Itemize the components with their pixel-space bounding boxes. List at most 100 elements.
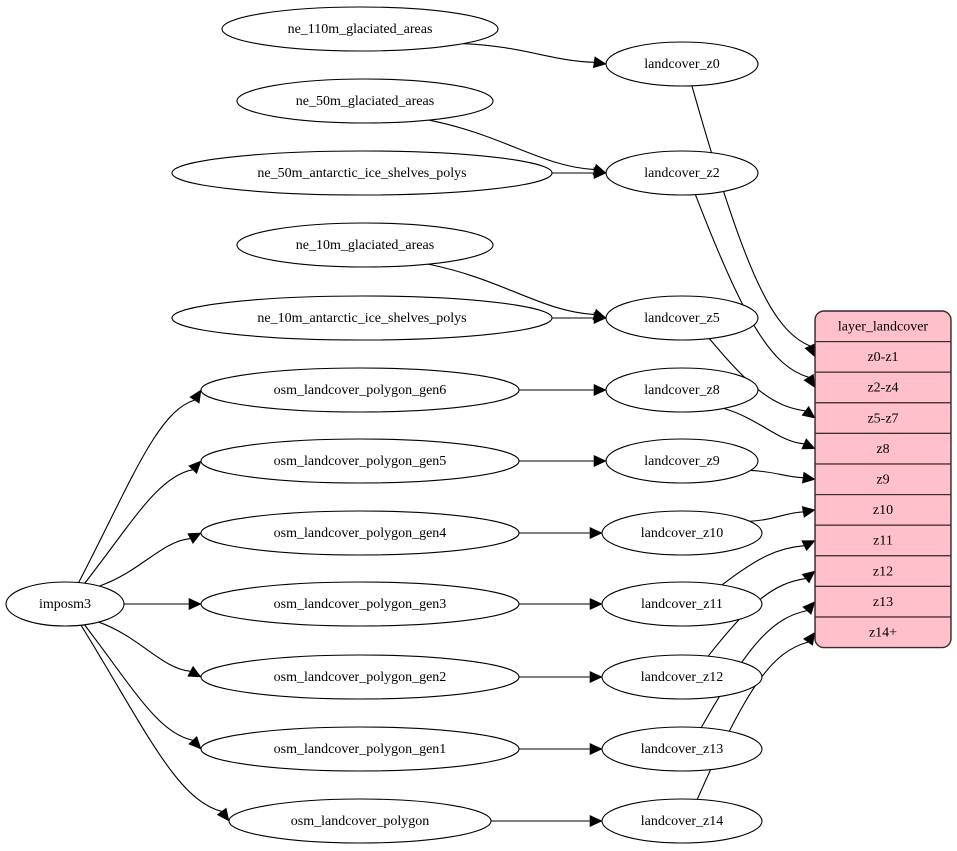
node-label: landcover_z0 <box>644 57 719 72</box>
node-shape <box>601 510 763 556</box>
node-ne_50m_antarctic_ice_shelves_polys[interactable]: ne_50m_antarctic_ice_shelves_polys <box>171 150 553 196</box>
node-label: landcover_z5 <box>644 311 719 326</box>
edge-landcover_z2-to-layer_landcover:z2-z4 <box>694 194 809 378</box>
node-shape <box>228 798 492 844</box>
edge-landcover_z12-to-layer_landcover:z12 <box>707 578 806 657</box>
edge-arrowhead <box>803 373 816 389</box>
node-shape <box>221 6 499 52</box>
node-landcover_z14[interactable]: landcover_z14 <box>601 798 763 844</box>
table-row-z14+[interactable] <box>815 616 951 648</box>
node-label: ne_50m_antarctic_ice_shelves_polys <box>257 166 466 181</box>
node-osm_landcover_polygon_gen6[interactable]: osm_landcover_polygon_gen6 <box>200 367 520 413</box>
table-row-z5-z7[interactable] <box>815 402 951 434</box>
table-row-label-z12: z12 <box>873 564 893 579</box>
edge-arrowhead <box>187 665 202 678</box>
node-landcover_z2[interactable]: landcover_z2 <box>605 150 759 196</box>
node-ne_10m_antarctic_ice_shelves_polys[interactable]: ne_10m_antarctic_ice_shelves_polys <box>171 295 553 341</box>
node-shape <box>605 41 759 87</box>
table-rows <box>815 311 951 648</box>
node-osm_landcover_polygon[interactable]: osm_landcover_polygon <box>228 798 492 844</box>
edge-arrowhead <box>804 343 816 358</box>
table-row-label-z11: z11 <box>873 534 893 549</box>
node-shape <box>605 367 759 413</box>
edge-landcover_z0-to-layer_landcover:z0-z1 <box>691 85 811 347</box>
node-ne_10m_glaciated_areas[interactable]: ne_10m_glaciated_areas <box>236 222 494 268</box>
node-shape <box>236 222 494 268</box>
edge-landcover_z5-to-layer_landcover:z5-z7 <box>708 338 806 412</box>
node-shape <box>200 726 520 772</box>
edge-arrowhead <box>592 56 607 69</box>
node-label: ne_10m_glaciated_areas <box>296 238 434 253</box>
edge-arrowhead <box>593 312 607 324</box>
edge-arrowhead <box>589 671 603 683</box>
table-row-label-z14+: z14+ <box>869 626 897 641</box>
node-label: osm_landcover_polygon_gen5 <box>274 454 447 469</box>
node-shape <box>236 78 494 124</box>
node-label: ne_10m_antarctic_ice_shelves_polys <box>257 311 466 326</box>
edge-landcover_z8-to-layer_landcover:z8 <box>723 407 805 445</box>
table-row-z11[interactable] <box>815 524 951 557</box>
node-ne_50m_glaciated_areas[interactable]: ne_50m_glaciated_areas <box>236 78 494 124</box>
node-shape <box>605 438 759 484</box>
node-label: imposm3 <box>39 597 91 612</box>
node-label: landcover_z9 <box>644 454 719 469</box>
node-shape <box>601 654 763 700</box>
edge-imposm3-to-osm_landcover_polygon_gen4 <box>99 538 191 587</box>
edge-arrowhead <box>593 167 607 179</box>
edge-arrowhead <box>189 389 202 404</box>
node-landcover_z9[interactable]: landcover_z9 <box>605 438 759 484</box>
node-label: landcover_z2 <box>644 166 719 181</box>
table-outline <box>814 310 952 649</box>
node-label: osm_landcover_polygon_gen6 <box>274 383 447 398</box>
edge-arrowhead <box>801 506 816 518</box>
node-shape <box>171 295 553 341</box>
node-shape <box>200 438 520 484</box>
table-row-label-z13: z13 <box>873 595 893 610</box>
node-osm_landcover_polygon_gen1[interactable]: osm_landcover_polygon_gen1 <box>200 726 520 772</box>
node-landcover_z5[interactable]: landcover_z5 <box>605 295 759 341</box>
node-shape <box>601 581 763 627</box>
edge-arrowhead <box>589 743 603 755</box>
edge-landcover_z11-to-layer_landcover:z11 <box>721 545 805 586</box>
table-row-label-z9: z9 <box>876 473 889 488</box>
node-shape <box>171 150 553 196</box>
node-osm_landcover_polygon_gen5[interactable]: osm_landcover_polygon_gen5 <box>200 438 520 484</box>
table-row-label-z5-z7: z5-z7 <box>867 411 898 426</box>
node-label: landcover_z14 <box>641 814 723 829</box>
node-osm_landcover_polygon_gen4[interactable]: osm_landcover_polygon_gen4 <box>200 510 520 556</box>
table-row-z12[interactable] <box>815 555 951 587</box>
table-row-z10[interactable] <box>815 494 951 526</box>
node-shape <box>605 150 759 196</box>
node-landcover_z13[interactable]: landcover_z13 <box>601 726 763 772</box>
table-row-label-z2-z4: z2-z4 <box>867 381 898 396</box>
node-label: landcover_z10 <box>641 526 723 541</box>
edge-arrowhead <box>188 735 202 750</box>
node-shape <box>200 510 520 556</box>
node-landcover_z0[interactable]: landcover_z0 <box>605 41 759 87</box>
edge-arrowhead <box>593 384 607 396</box>
node-ne_110m_glaciated_areas[interactable]: ne_110m_glaciated_areas <box>221 6 499 52</box>
node-landcover_z11[interactable]: landcover_z11 <box>601 581 763 627</box>
edges-layer <box>78 43 816 827</box>
edge-arrowhead <box>589 527 603 539</box>
edge-arrowhead <box>803 631 816 646</box>
node-label: osm_landcover_polygon_gen4 <box>274 526 447 541</box>
node-shape <box>200 367 520 413</box>
node-label: osm_landcover_polygon_gen2 <box>274 670 447 685</box>
node-label: ne_110m_glaciated_areas <box>288 22 433 37</box>
edge-landcover_z13-to-layer_landcover:z13 <box>700 610 808 728</box>
node-shape <box>601 798 763 844</box>
edge-arrowhead <box>188 598 202 610</box>
node-osm_landcover_polygon_gen3[interactable]: osm_landcover_polygon_gen3 <box>200 581 520 627</box>
table-row-label-z0-z1: z0-z1 <box>867 350 898 365</box>
node-landcover_z12[interactable]: landcover_z12 <box>601 654 763 700</box>
table-header-label: layer_landcover <box>838 320 929 335</box>
edge-imposm3-to-osm_landcover_polygon_gen1 <box>84 624 193 741</box>
node-label: landcover_z12 <box>641 670 723 685</box>
node-imposm3[interactable]: imposm3 <box>5 581 125 627</box>
node-osm_landcover_polygon_gen2[interactable]: osm_landcover_polygon_gen2 <box>200 654 520 700</box>
node-landcover_z8[interactable]: landcover_z8 <box>605 367 759 413</box>
node-landcover_z10[interactable]: landcover_z10 <box>601 510 763 556</box>
edge-arrowhead <box>801 570 816 584</box>
